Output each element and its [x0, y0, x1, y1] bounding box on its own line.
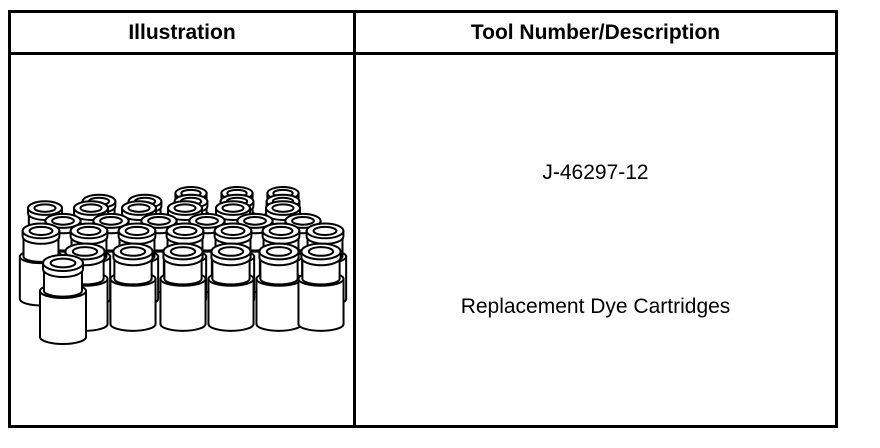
tool-number: J-46297-12: [542, 161, 649, 184]
header-tool-number-description: Tool Number/Description: [353, 10, 838, 55]
cartridge-shape: [207, 242, 255, 332]
cartridge-shape: [109, 242, 157, 332]
cartridge-shape: [159, 242, 207, 332]
tool-description: Replacement Dye Cartridges: [460, 295, 731, 318]
cartridge-shape: [39, 254, 87, 345]
illustration-cell: [8, 52, 356, 428]
cartridge-shape: [297, 242, 345, 332]
dye-cartridges-icon: [18, 186, 348, 345]
header-illustration: Illustration: [8, 10, 356, 55]
cartridge-shape: [18, 222, 64, 307]
table-row: J-46297-12 Replacement Dye Cartridges: [8, 52, 838, 428]
description-cell: J-46297-12 Replacement Dye Cartridges: [353, 52, 838, 428]
header-row: Illustration Tool Number/Description: [8, 10, 838, 55]
tool-table: Illustration Tool Number/Description J-4…: [8, 10, 838, 428]
cartridge-shape: [255, 242, 303, 332]
